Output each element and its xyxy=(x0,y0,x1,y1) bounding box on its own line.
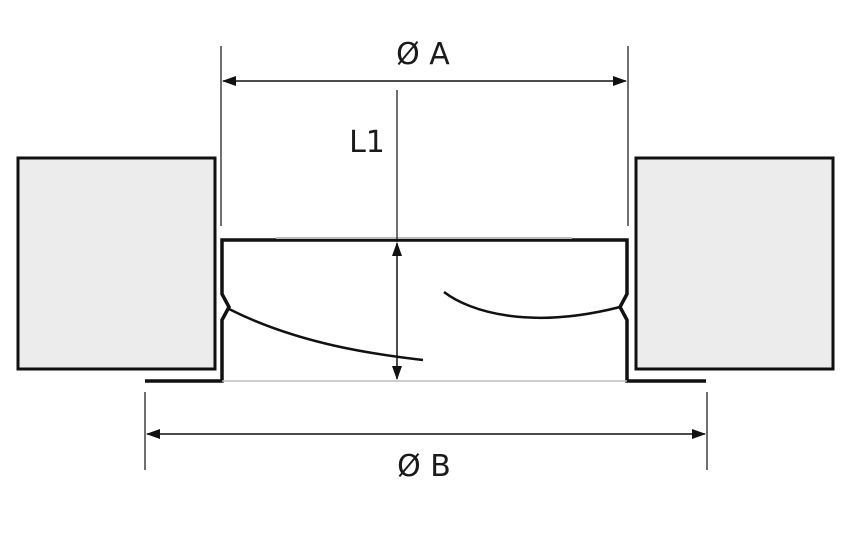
left-wall-block xyxy=(16,156,217,371)
right-wall-block xyxy=(634,156,835,371)
label-length-l1: L1 xyxy=(349,125,385,160)
label-diameter-b: Ø B xyxy=(397,449,451,484)
label-diameter-a: Ø A xyxy=(396,37,450,72)
vane-curve-right xyxy=(443,291,621,319)
valve-body-profile xyxy=(145,238,706,383)
vane-curve-left xyxy=(228,307,424,362)
